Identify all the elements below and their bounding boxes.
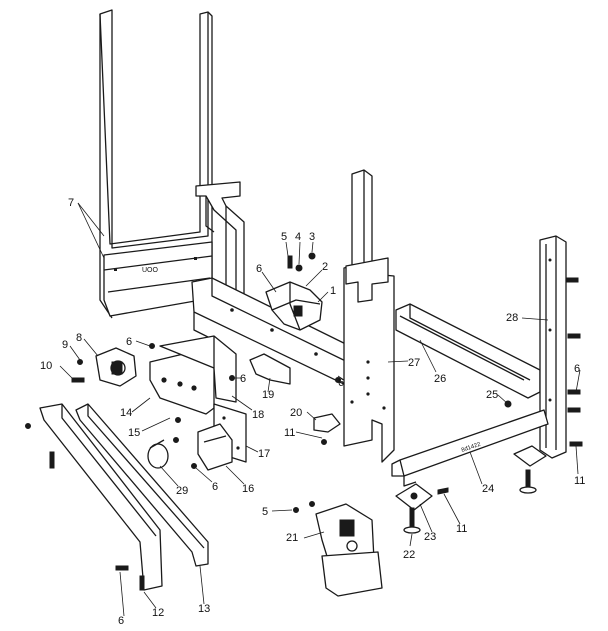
part-1-2-motor-bracket bbox=[265, 281, 323, 331]
callout-17: 17 bbox=[258, 448, 270, 460]
part-front-cross-frame bbox=[191, 277, 367, 387]
fasteners-top bbox=[287, 252, 316, 272]
callout-4: 4 bbox=[295, 231, 301, 243]
part-21-pump bbox=[315, 503, 383, 597]
callout-6: 6 bbox=[256, 263, 262, 275]
callout-13: 13 bbox=[198, 603, 210, 615]
part-8-valve bbox=[95, 347, 137, 387]
part-20-bracket bbox=[313, 413, 341, 433]
callout-28: 28 bbox=[506, 312, 518, 324]
callout-22: 22 bbox=[403, 549, 415, 561]
callout-25: 25 bbox=[486, 389, 498, 401]
callout-9: 9 bbox=[62, 339, 68, 351]
callout-6: 6 bbox=[338, 377, 344, 389]
callout-6: 6 bbox=[574, 363, 580, 375]
callout-11: 11 bbox=[284, 427, 295, 439]
callout-19: 19 bbox=[262, 389, 274, 401]
callout-26: 26 bbox=[434, 373, 446, 385]
callout-12: 12 bbox=[152, 607, 164, 619]
callout-2: 2 bbox=[322, 261, 328, 273]
part-29-clip bbox=[147, 439, 169, 469]
callout-5: 5 bbox=[281, 231, 287, 243]
callout-10: 10 bbox=[40, 360, 52, 372]
callout-23: 23 bbox=[424, 531, 436, 543]
part-19-bracket bbox=[249, 353, 291, 385]
callout-27: 27 bbox=[408, 357, 420, 369]
part-26-rear-channel bbox=[395, 303, 541, 399]
part-24-bottom-rail: 8d1422 bbox=[391, 409, 549, 487]
callout-24: 24 bbox=[482, 483, 494, 495]
callout-20: 20 bbox=[290, 407, 302, 419]
callout-18: 18 bbox=[252, 409, 264, 421]
leader-lines bbox=[59, 202, 581, 617]
callout-labels: 7 5 4 3 6 2 1 28 6 8 9 10 6 6 19 27 26 6… bbox=[40, 197, 585, 627]
callout-1: 1 bbox=[330, 285, 336, 297]
callout-16: 16 bbox=[242, 483, 254, 495]
panel-marking: UOO bbox=[142, 267, 159, 274]
callout-5: 5 bbox=[262, 506, 268, 518]
callout-15: 15 bbox=[128, 427, 140, 439]
callout-11: 11 bbox=[456, 523, 467, 535]
screws-right bbox=[565, 277, 583, 447]
callout-6: 6 bbox=[126, 336, 132, 348]
screws-misc bbox=[25, 343, 512, 591]
part-28-right-rail bbox=[539, 235, 567, 459]
callout-6: 6 bbox=[212, 481, 218, 493]
callout-8: 8 bbox=[76, 332, 82, 344]
callout-21: 21 bbox=[286, 532, 298, 544]
part-14-18-console bbox=[149, 335, 237, 415]
part-16-bracket bbox=[197, 423, 233, 471]
callout-11: 11 bbox=[574, 475, 585, 487]
part-27-right-upright bbox=[343, 169, 395, 463]
callout-3: 3 bbox=[309, 231, 315, 243]
callout-6: 6 bbox=[240, 373, 246, 385]
callout-29: 29 bbox=[176, 485, 188, 497]
callout-14: 14 bbox=[120, 407, 132, 419]
callout-7: 7 bbox=[68, 197, 74, 209]
part-12-13-kick-rails bbox=[39, 403, 209, 591]
right-foot bbox=[513, 445, 547, 494]
part-23-foot-bracket bbox=[395, 483, 433, 511]
part-7-door-panel: UOO bbox=[99, 9, 213, 319]
part-22-leveler bbox=[403, 507, 421, 534]
callout-6: 6 bbox=[118, 615, 124, 627]
